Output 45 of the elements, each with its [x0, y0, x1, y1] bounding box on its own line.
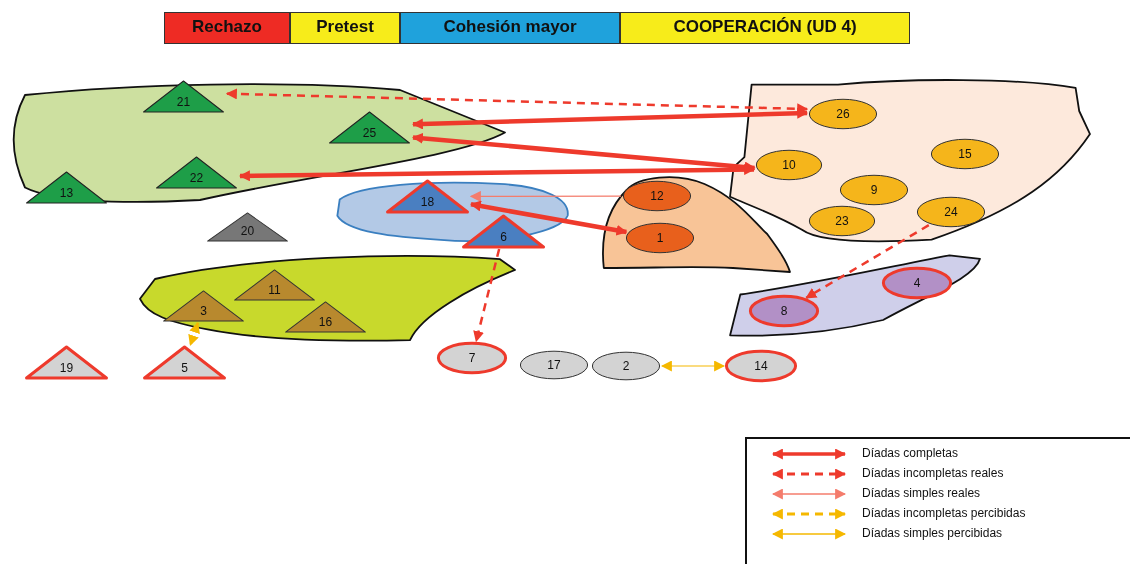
header-tag: Cohesión mayor: [400, 12, 620, 44]
triangle-node: 20: [205, 212, 290, 242]
header-tag: Rechazo: [164, 12, 290, 44]
double-arrow: [188, 321, 200, 347]
header-tag: Pretest: [290, 12, 400, 44]
ellipse-node: 10: [755, 149, 823, 181]
triangle-node: 25: [327, 111, 412, 144]
triangle-node: 19: [24, 346, 109, 379]
double-arrow: [411, 107, 809, 130]
triangle-node: 11: [232, 269, 317, 301]
ellipse-node: 14: [725, 350, 797, 382]
ellipse-node: 9: [839, 174, 909, 206]
header-tag: COOPERACIÓN (UD 4): [620, 12, 910, 44]
legend-text: Díadas simples percibidas: [862, 526, 1003, 540]
ellipse-node: 15: [930, 138, 1000, 170]
map-region: [730, 78, 1090, 243]
double-arrow: [238, 164, 756, 182]
ellipse-node: 1: [625, 222, 695, 254]
ellipse-node: 12: [622, 180, 692, 212]
triangle-node: 13: [24, 171, 109, 204]
legend-text: Díadas completas: [862, 446, 959, 460]
triangle-node: 21: [141, 80, 226, 113]
ellipse-node: 26: [808, 98, 878, 130]
arrow: [469, 190, 622, 202]
triangle-node: 3: [161, 290, 246, 322]
double-arrow: [469, 200, 628, 236]
ellipse-node: 7: [437, 342, 507, 374]
legend-text: Díadas simples reales: [862, 486, 981, 500]
map-region: [140, 252, 515, 342]
triangle-node: 16: [283, 301, 368, 333]
ellipse-node: 2: [591, 351, 661, 381]
ellipse-node: 8: [749, 295, 819, 327]
arrow: [473, 248, 501, 343]
legend-text: Díadas incompletas reales: [862, 466, 1004, 480]
ellipse-node: 17: [519, 350, 589, 380]
legend-text: Díadas incompletas percibidas: [862, 506, 1026, 520]
ellipse-node: 24: [916, 196, 986, 228]
ellipse-node: 23: [808, 205, 876, 237]
triangle-node: 5: [142, 346, 227, 379]
triangle-node: 6: [461, 215, 546, 248]
double-arrow: [660, 360, 726, 372]
triangle-node: 22: [154, 156, 239, 189]
triangle-node: 18: [385, 180, 470, 213]
arrow: [805, 224, 930, 299]
ellipse-node: 4: [882, 267, 952, 299]
